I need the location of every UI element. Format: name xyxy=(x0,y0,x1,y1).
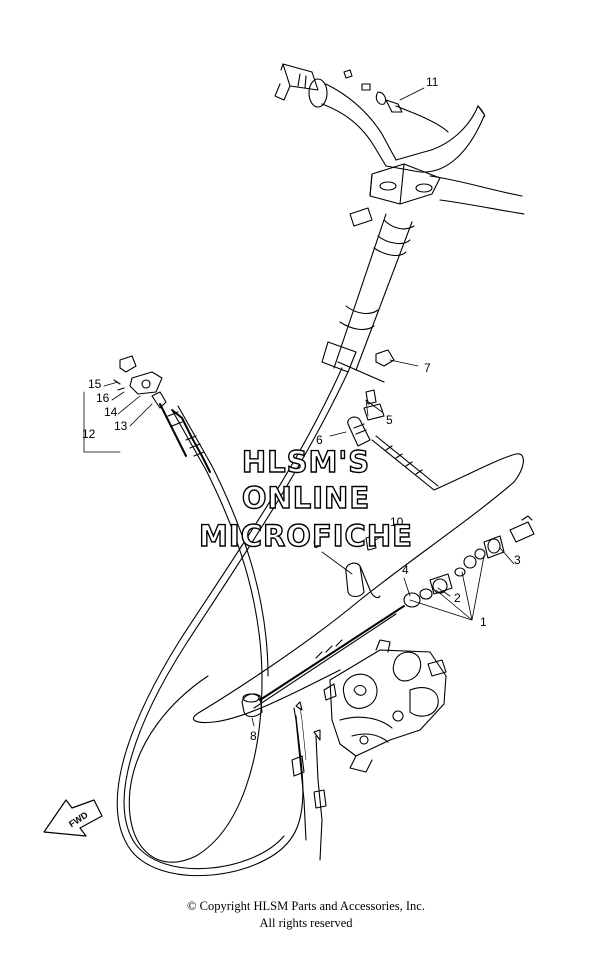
cable-adjuster xyxy=(241,693,263,718)
callout-12: 12 xyxy=(82,427,96,441)
callout-3: 3 xyxy=(514,553,521,567)
right-cable xyxy=(192,435,524,724)
callout-11: 11 xyxy=(426,75,439,89)
throttle-cable xyxy=(116,367,349,877)
leader-lines xyxy=(83,87,515,727)
rights-reserved: All rights reserved xyxy=(259,916,353,930)
watermark-line-1: HLSM'S xyxy=(242,445,370,479)
watermark-line-2: ONLINE xyxy=(242,481,370,515)
watermark: HLSM'S ONLINE MICROFICHE xyxy=(198,444,413,553)
cable-fitting-parts xyxy=(253,515,535,709)
callout-9: 9 xyxy=(313,537,320,551)
watermark-line-3: MICROFICHE xyxy=(199,519,413,553)
callout-2: 2 xyxy=(454,591,461,605)
callout-15: 15 xyxy=(88,377,102,391)
callout-10: 10 xyxy=(390,515,404,529)
callout-8: 8 xyxy=(250,729,257,743)
callout-7: 7 xyxy=(424,361,431,375)
callout-13: 13 xyxy=(114,419,128,433)
callout-4: 4 xyxy=(402,563,409,577)
callout-16: 16 xyxy=(96,391,110,405)
callout-numbers: 1 2 3 4 5 6 7 8 9 10 11 12 13 14 15 16 xyxy=(82,75,521,743)
carburetor xyxy=(323,639,447,773)
callout-14: 14 xyxy=(104,405,118,419)
choke-cable xyxy=(128,405,269,863)
callout-1: 1 xyxy=(480,615,487,629)
choke-lever-parts xyxy=(113,355,187,457)
copyright-notice: © Copyright HLSM Parts and Accessories, … xyxy=(187,899,425,913)
lower-cables xyxy=(291,701,327,861)
callout-5: 5 xyxy=(386,413,393,427)
callout-6: 6 xyxy=(316,433,323,447)
fwd-arrow-icon xyxy=(43,799,103,837)
handlebar-assembly xyxy=(274,63,525,383)
cable-end-parts xyxy=(343,69,449,599)
